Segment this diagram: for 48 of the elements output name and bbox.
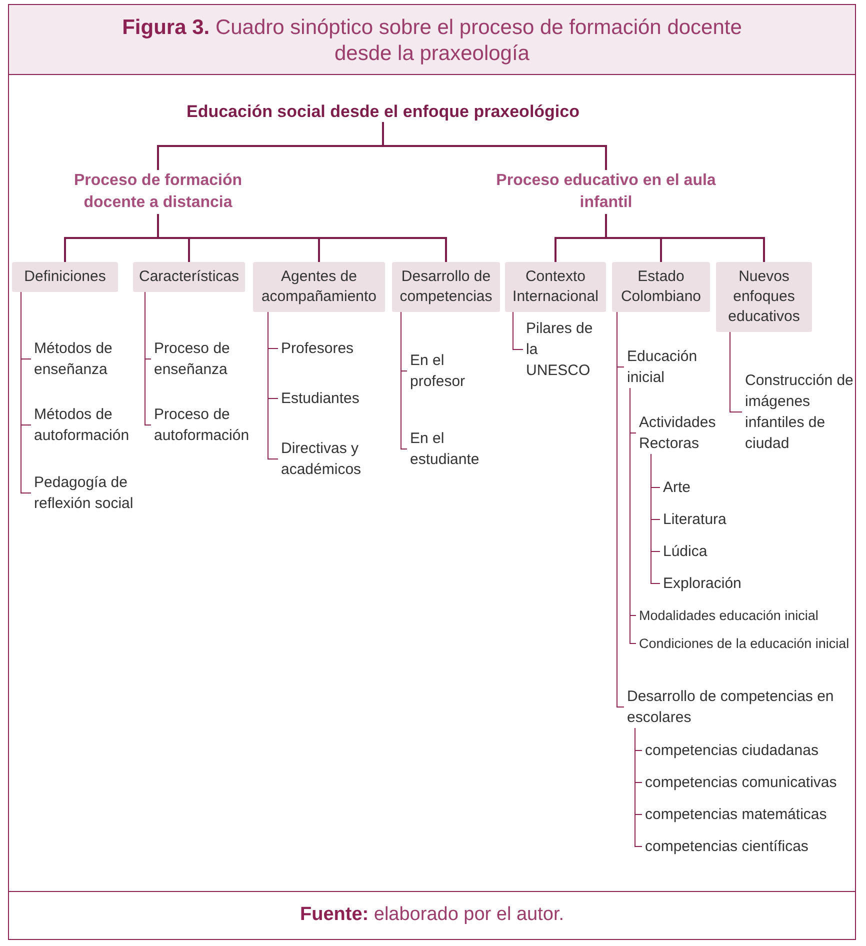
category-box: Agentes de acompañamiento	[253, 262, 385, 312]
item-text: Exploración	[663, 573, 783, 594]
bracket-line	[605, 214, 765, 262]
connector-line	[650, 454, 660, 584]
branch-topic: Proceso educativo en el aula infantil	[496, 170, 716, 214]
category-box: Nuevos enfoques educativos	[716, 262, 812, 332]
item-text: Arte	[663, 477, 783, 498]
category-box: Características	[133, 262, 245, 292]
item-text: En el profesor	[410, 350, 500, 392]
item-text: Construcción de imágenes infantiles de ciudad	[745, 370, 855, 454]
category-box: Definiciones	[12, 262, 118, 292]
item-text: Directivas y académicos	[281, 438, 391, 480]
bracket-line	[157, 214, 447, 262]
item-text: competencias matemáticas	[645, 804, 855, 825]
category-box: Desarrollo de competencias	[392, 262, 500, 312]
branch-topic: Proceso de formación docente a distancia	[48, 170, 268, 214]
category-box: Estado Colombiano	[612, 262, 710, 312]
item-text: Pedagogía de reflexión social	[34, 472, 139, 514]
item-text: Literatura	[663, 509, 783, 530]
item-text: En el estudiante	[410, 428, 500, 470]
item-text: Proceso de enseñanza	[154, 338, 264, 380]
connector-line	[268, 312, 278, 460]
item-text: competencias ciudadanas	[645, 740, 855, 761]
category-box: Contexto Internacional	[505, 262, 606, 312]
item-text: Actividades Rectoras	[639, 412, 729, 454]
bracket-line	[382, 122, 607, 170]
connector-line	[20, 292, 32, 494]
item-text: Proceso de autoformación	[154, 404, 264, 446]
item-text: Métodos de enseñanza	[34, 338, 139, 380]
item-text: Lúdica	[663, 541, 783, 562]
item-text: Desarrollo de competencias en escolares	[627, 686, 852, 728]
source-caption: Fuente: elaborado por el autor.	[9, 891, 855, 939]
item-text: competencias comunicativas	[645, 772, 855, 793]
item-text: competencias científicas	[645, 836, 855, 857]
item-text: Pilares de la UNESCO	[526, 318, 606, 381]
connector-line	[730, 332, 742, 412]
figure-title: Figura 3. Cuadro sinóptico sobre el proceso de formación docente desde la praxeología	[9, 5, 855, 75]
item-text: Estudiantes	[281, 388, 391, 409]
connector-line	[144, 292, 152, 426]
item-text: Modalidades educación inicial	[639, 606, 855, 625]
item-text: Condiciones de la educación inicial	[639, 634, 855, 653]
connector-line	[634, 728, 642, 847]
item-text: Educación inicial	[627, 346, 717, 388]
item-text: Profesores	[281, 338, 391, 359]
connector-line	[512, 312, 524, 350]
root-topic: Educación social desde el enfoque praxeológico	[170, 102, 596, 122]
item-text: Métodos de autoformación	[34, 404, 139, 446]
connector-line	[400, 312, 408, 450]
